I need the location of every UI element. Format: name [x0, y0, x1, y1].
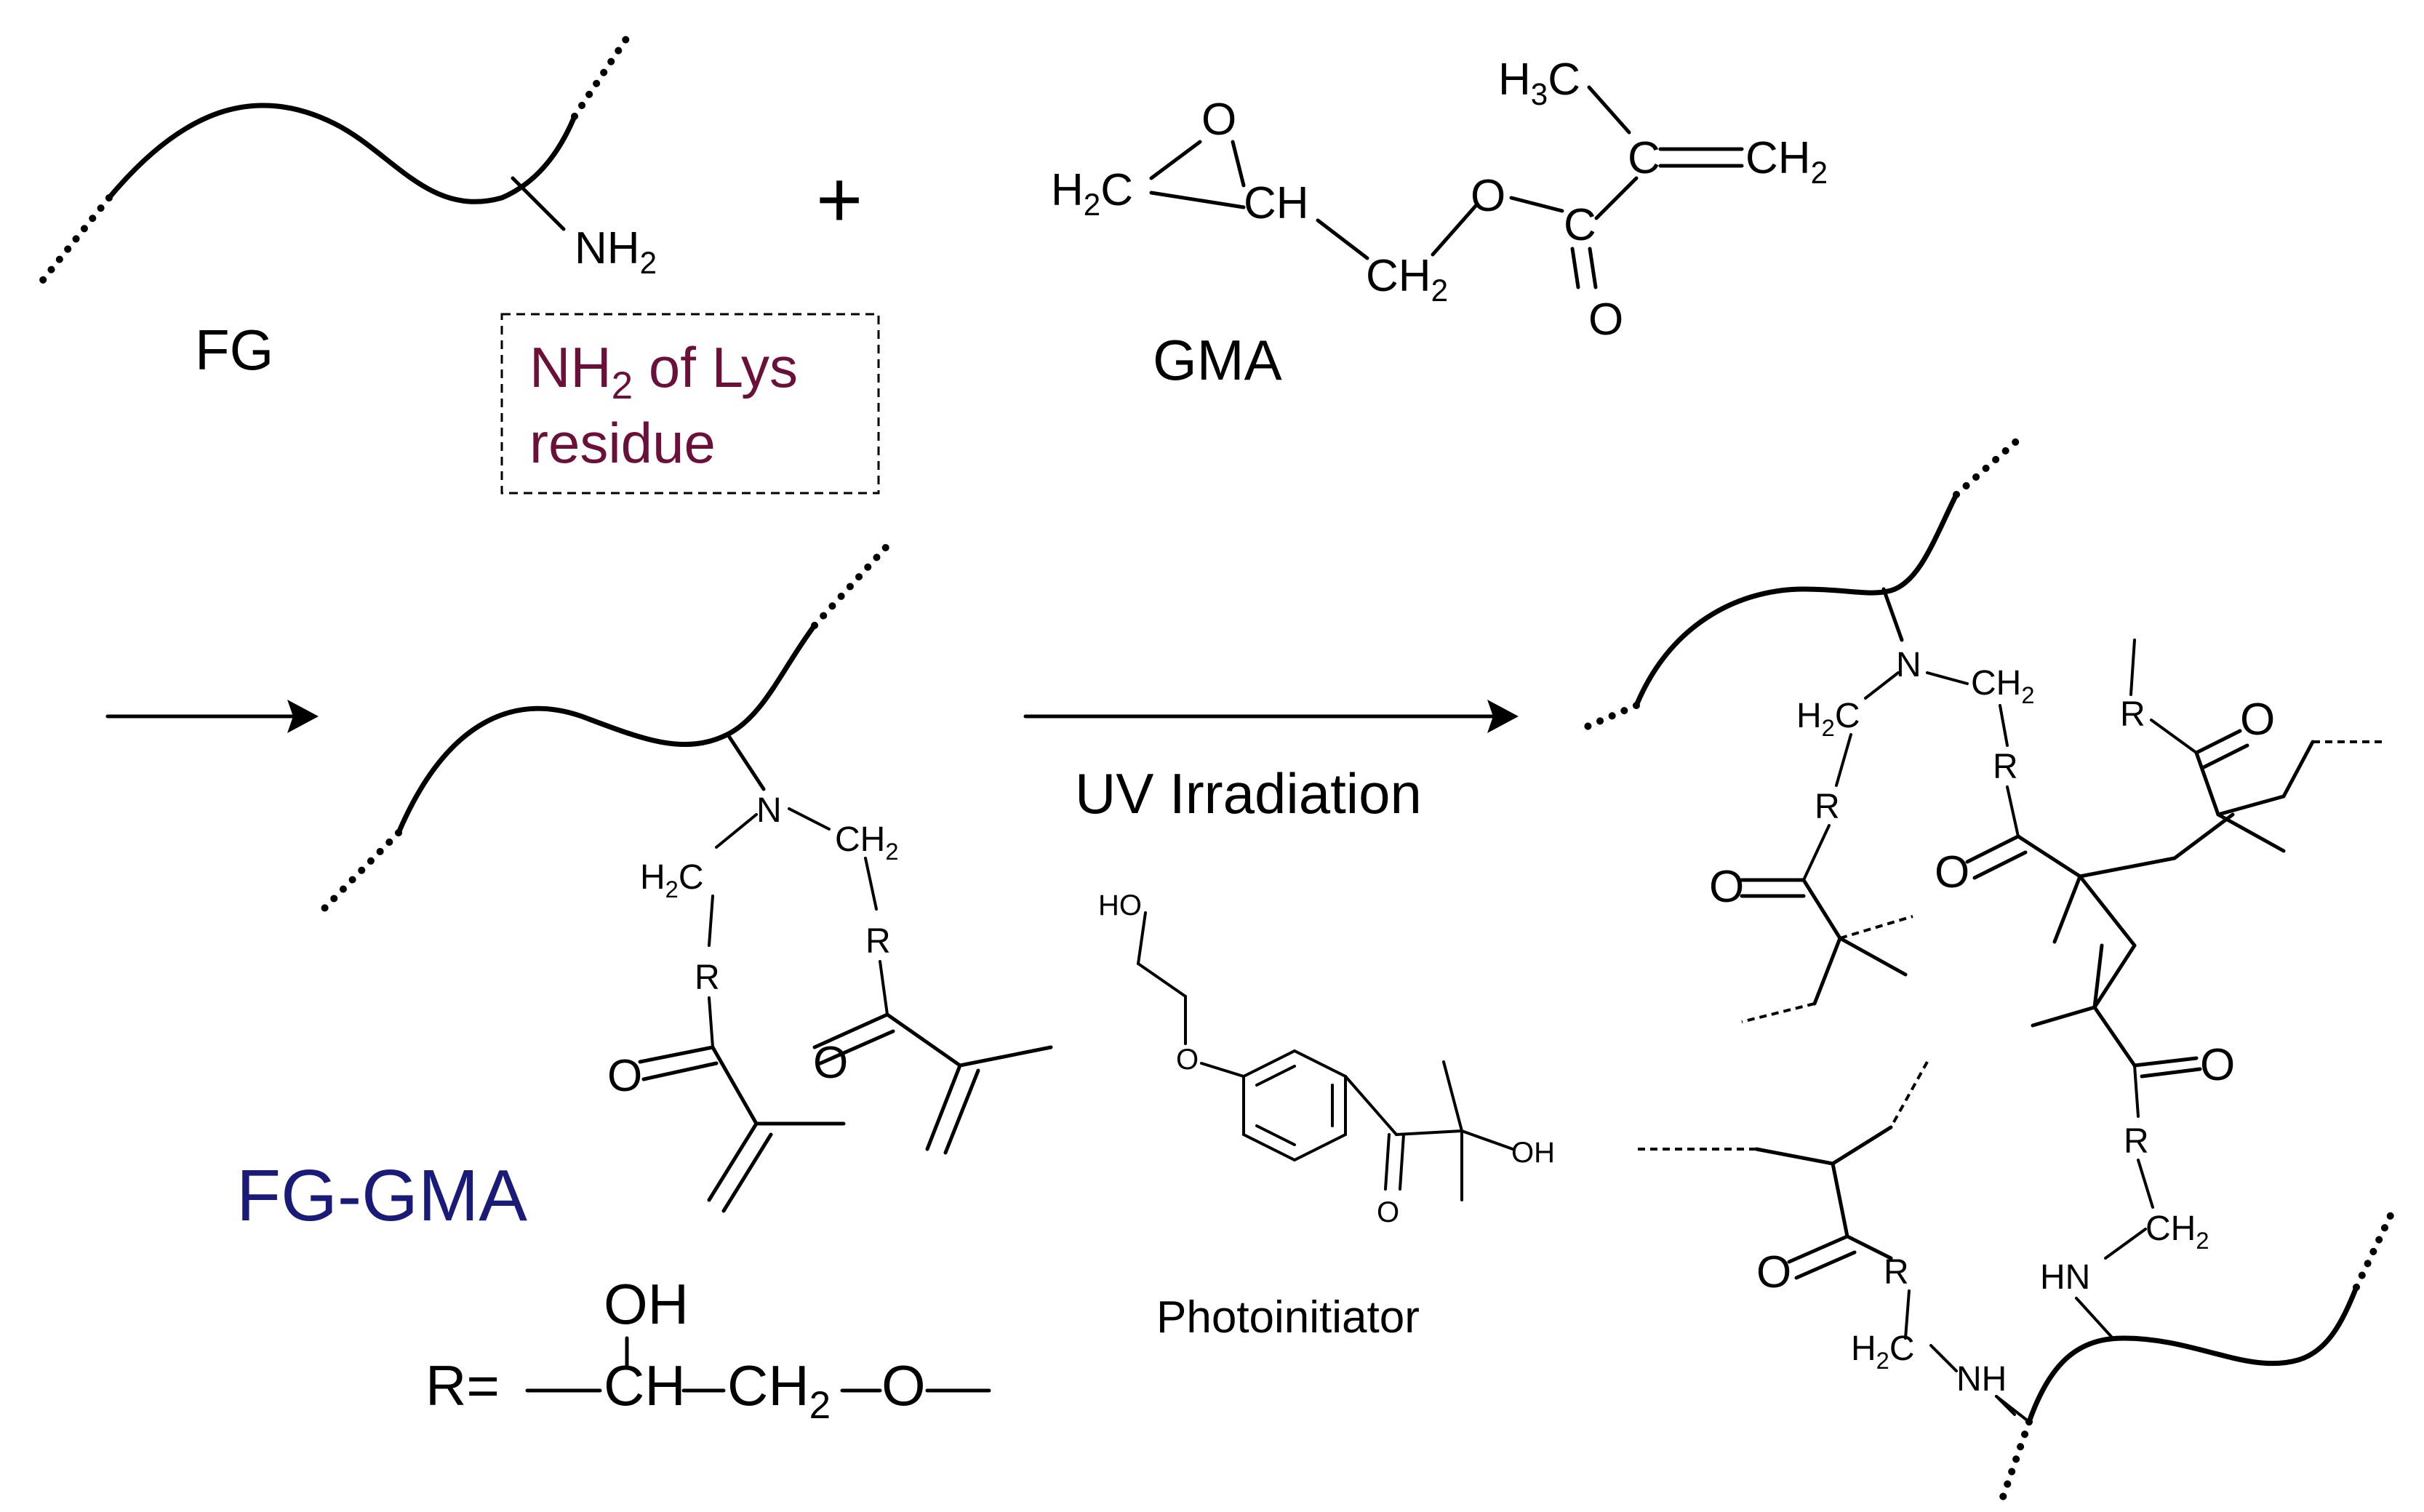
lys-annotation-box — [500, 313, 880, 495]
gma-h3c: H3C — [1498, 55, 1580, 111]
photoinitiator-o-ether: O — [1176, 1044, 1199, 1076]
gma-h2c: H2C — [1051, 165, 1133, 222]
fg-gma-h2c: H2C — [640, 858, 704, 903]
plus-sign: + — [816, 155, 863, 244]
network-o-d: O — [2200, 1040, 2235, 1090]
gma-structure: H3C C CH2 C O O CH2 CH H2C O GMA — [1051, 55, 1828, 392]
gma-ch2-end: CH2 — [1745, 133, 1828, 190]
network-o-a: O — [1709, 862, 1744, 912]
network-nh: NH — [1956, 1360, 2007, 1399]
fg-backbone — [106, 103, 577, 204]
network-r-d: R — [2124, 1122, 2149, 1161]
r-def-r-eq: R= — [425, 1353, 500, 1417]
fg-gma-r-right: R — [865, 922, 891, 961]
crosslinked-network: N H2C CH2 R R O O R O — [1582, 433, 2396, 1509]
network-ch2-b: CH2 — [2145, 1209, 2209, 1254]
fg-gma-o-left: O — [607, 1051, 642, 1101]
fg-gma-r-left: R — [695, 959, 720, 997]
photoinitiator-label: Photoinitiator — [1156, 1292, 1420, 1343]
photoinitiator-oh: OH — [1511, 1137, 1555, 1169]
fg-gma-ch2: CH2 — [835, 820, 898, 865]
gma-carbonyl-c: C — [1564, 200, 1596, 250]
r-def-o: O — [881, 1353, 926, 1417]
fg-gma-o-right: O — [813, 1038, 848, 1088]
r-def-ch2: CH2 — [727, 1353, 831, 1427]
network-h2c-b: H2C — [1851, 1329, 1915, 1374]
network-ch2: CH2 — [1971, 664, 2034, 708]
lys-annotation: NH2 of Lys residue — [500, 313, 880, 495]
fg-backbone-dots-right — [571, 25, 636, 120]
r-def-ch: CH — [604, 1353, 686, 1417]
reaction-arrow-1 — [105, 700, 319, 733]
gma-epoxide-ch: CH — [1244, 178, 1309, 228]
photoinitiator-structure: HO O O OH — [1098, 889, 1555, 1228]
r-def-oh: OH — [604, 1272, 689, 1336]
fg-backbone-dots-left — [36, 194, 113, 287]
network-r-c: R — [2120, 695, 2145, 734]
network-n: N — [1896, 646, 1921, 684]
fg-structure: NH2 FG — [36, 25, 657, 382]
photoinitiator-o-ketone: O — [1377, 1196, 1399, 1228]
network-r-b: R — [1993, 748, 2018, 786]
network-o-b: O — [1935, 847, 1969, 897]
fg-gma-n: N — [756, 791, 782, 830]
network-o-e: O — [1756, 1247, 1791, 1297]
network-r-a: R — [1815, 788, 1840, 826]
r-definition: OH R= CH CH2 O — [425, 1272, 991, 1427]
uv-irradiation-label: UV Irradiation — [1075, 761, 1422, 825]
gma-label: GMA — [1153, 328, 1282, 392]
photoinitiator-ho: HO — [1098, 889, 1142, 921]
network-hn: HN — [2040, 1258, 2090, 1297]
gma-ester-o: O — [1471, 171, 1505, 221]
network-r-e: R — [1884, 1253, 1909, 1292]
fg-label: FG — [195, 318, 273, 382]
fg-amine-label: NH2 — [575, 223, 657, 280]
network-h2c: H2C — [1796, 697, 1860, 741]
gma-carbonyl-o: O — [1588, 295, 1623, 345]
lys-annotation-line2: residue — [529, 411, 716, 475]
fg-gma-label: FG-GMA — [236, 1155, 527, 1236]
gma-ch2-link: CH2 — [1366, 251, 1448, 308]
lys-annotation-line1: NH2 of Lys — [529, 335, 798, 407]
fg-amine-bond — [511, 176, 566, 231]
fg-gma-structure: N H2C CH2 R R O O FG-GMA — [236, 538, 1053, 1236]
gma-alkene-c: C — [1628, 133, 1660, 183]
reaction-arrow-2 — [1023, 700, 1519, 733]
network-o-c: O — [2240, 695, 2275, 745]
gma-epoxide-o: O — [1201, 95, 1236, 145]
